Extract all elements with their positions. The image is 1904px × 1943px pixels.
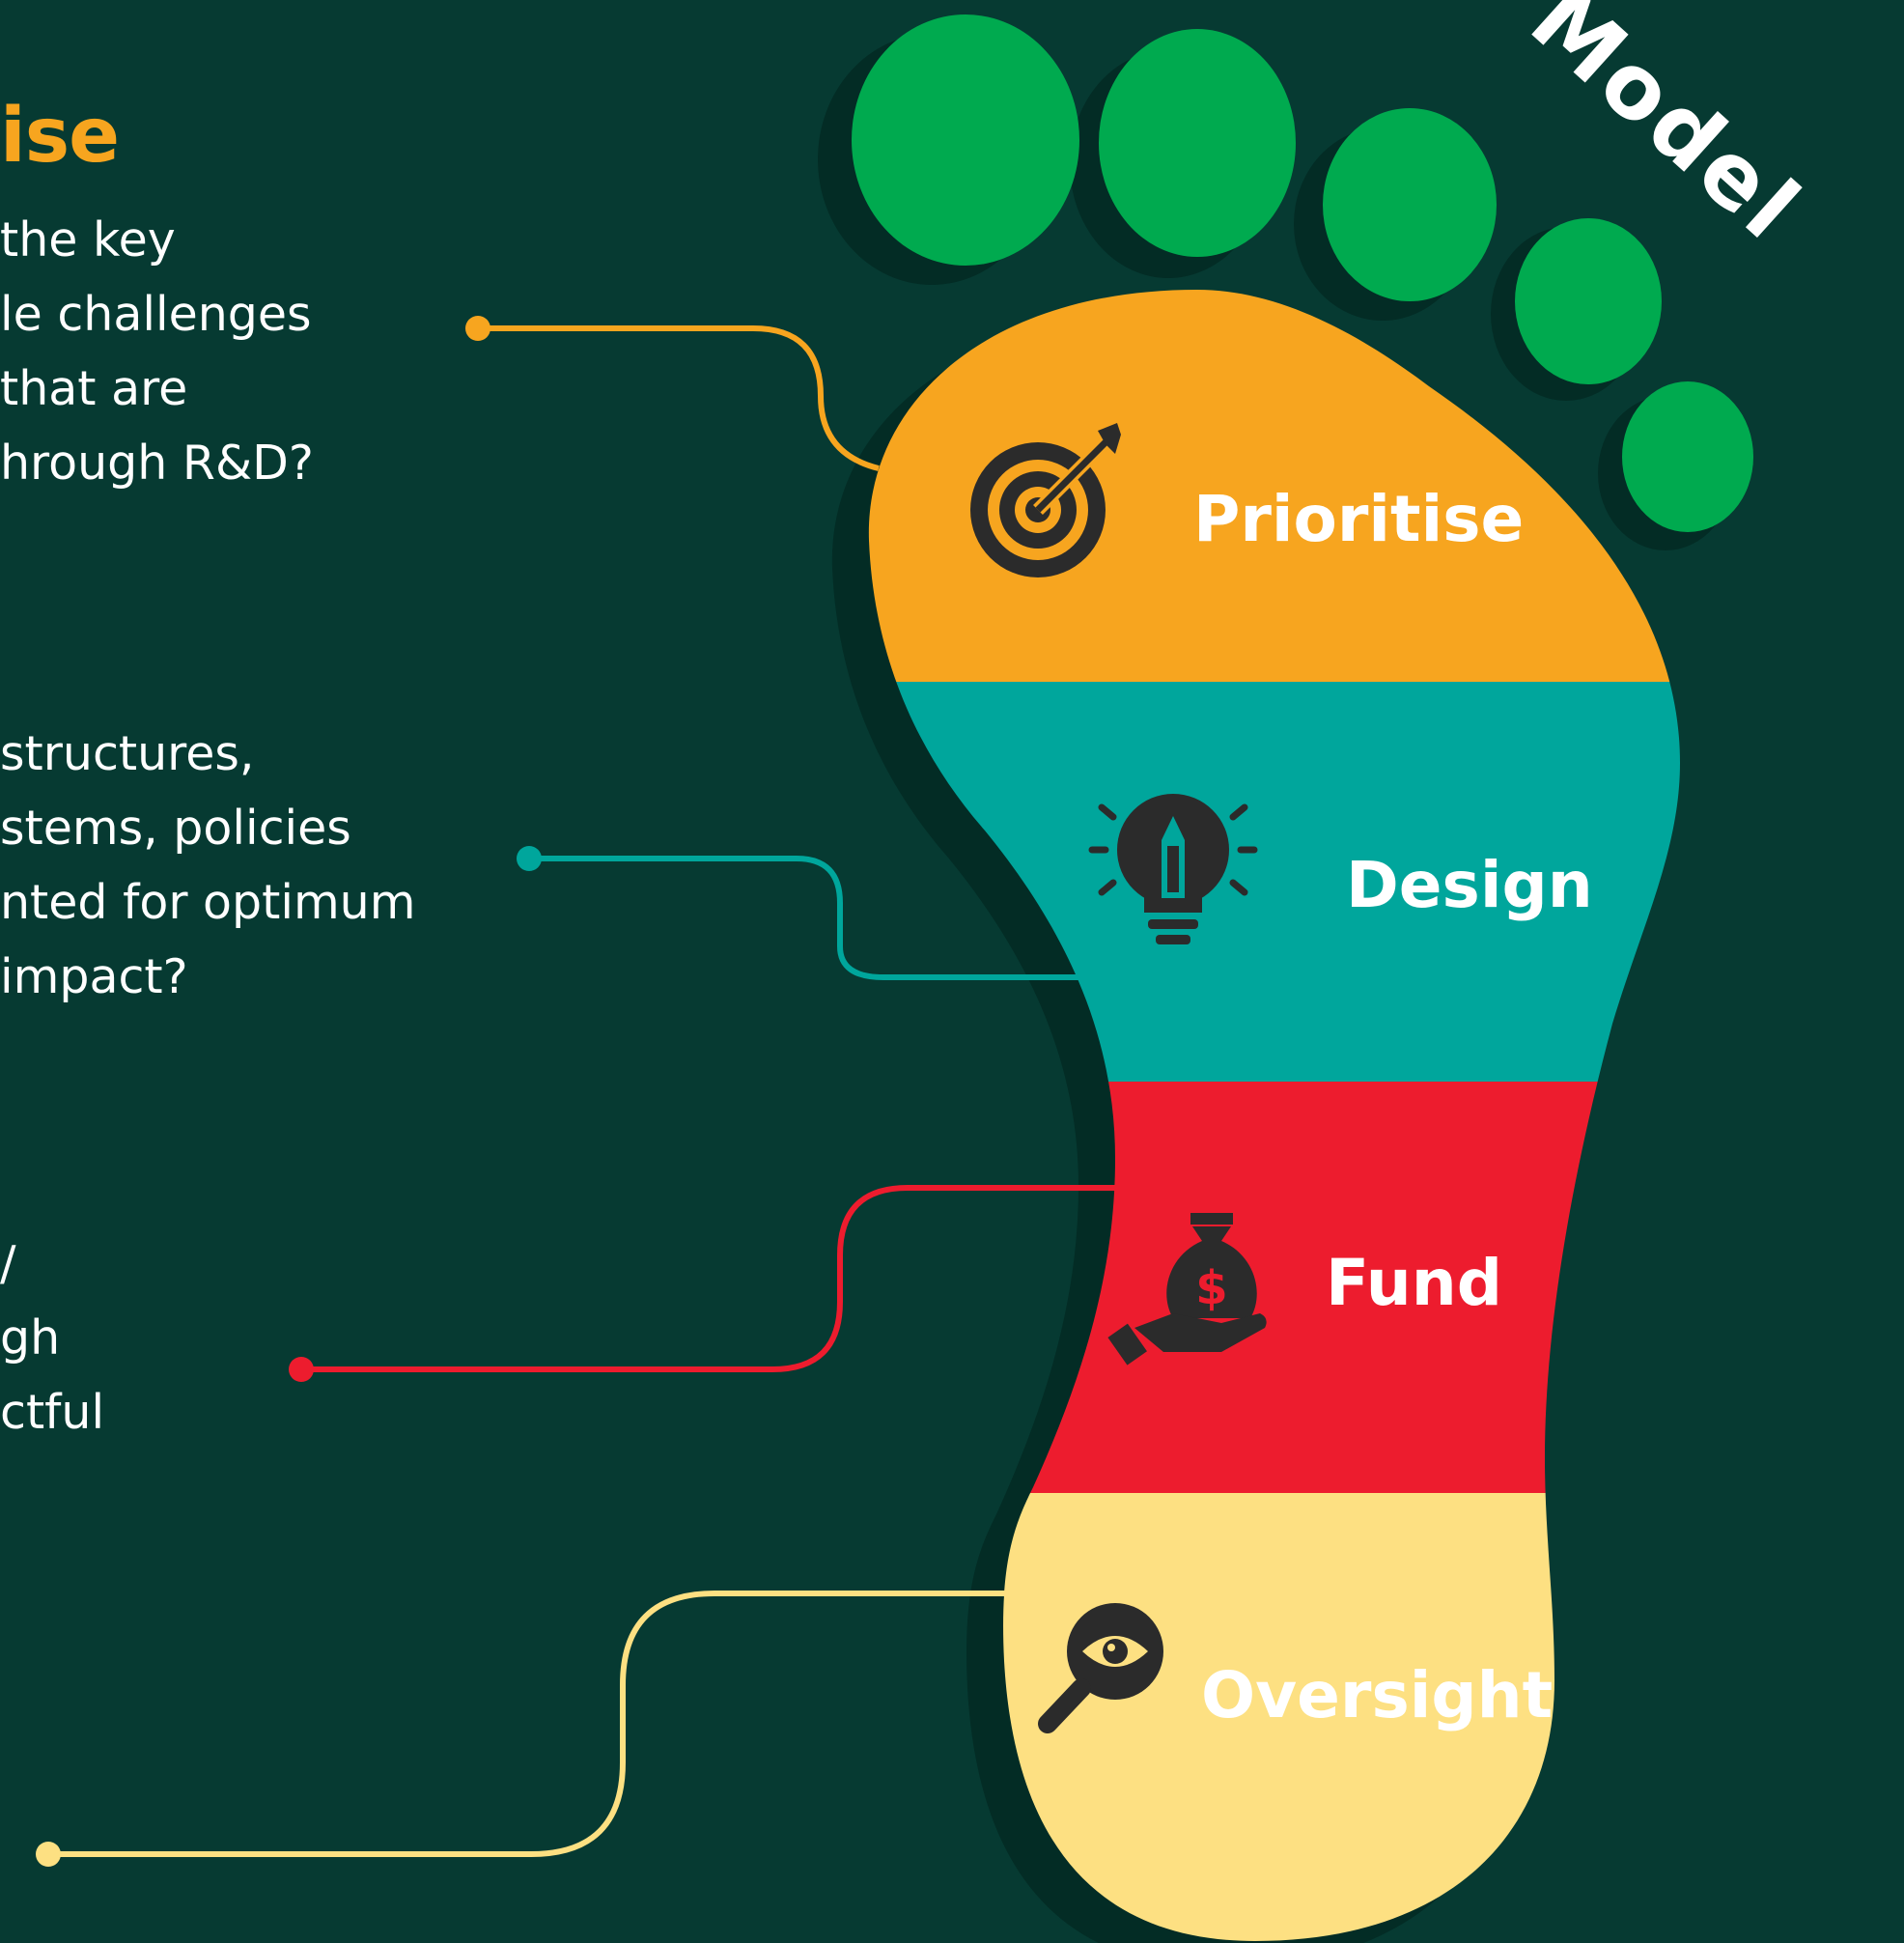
- step-label-fund: Fund: [1326, 1246, 1502, 1320]
- connector-dots: [36, 316, 542, 1867]
- text-line: /: [0, 1236, 16, 1291]
- lightbulb-icon: [1088, 794, 1258, 944]
- text-line: ctful: [0, 1385, 105, 1440]
- eye-magnifier-icon: [1038, 1603, 1163, 1733]
- prioritise-heading-partial: ise: [0, 93, 120, 180]
- text-line: structures,: [0, 726, 255, 781]
- text-line: that are: [0, 361, 188, 416]
- connector-oversight: [48, 1591, 1009, 1857]
- toe: [1323, 108, 1497, 301]
- toe: [1622, 381, 1753, 532]
- text-line: stems, policies: [0, 801, 351, 856]
- toe: [1515, 218, 1662, 384]
- text-line: hrough R&D?: [0, 436, 314, 491]
- text-line: le challenges: [0, 287, 312, 342]
- connector-prioritise: [478, 325, 880, 471]
- band-fund: [868, 1082, 1680, 1493]
- toe: [1099, 29, 1296, 257]
- target-icon: [970, 423, 1121, 577]
- text-line: gh: [0, 1310, 61, 1366]
- connector-design: [529, 856, 1086, 980]
- text-line: nted for optimum: [0, 875, 416, 930]
- text-line: impact?: [0, 949, 188, 1004]
- connector-fund: [301, 1185, 1120, 1372]
- toes: [852, 14, 1753, 532]
- step-label-prioritise: Prioritise: [1193, 482, 1524, 556]
- text-line: the key: [0, 212, 176, 268]
- step-label-design: Design: [1346, 848, 1593, 922]
- toe: [852, 14, 1079, 266]
- money-bag-hand-icon: $: [1107, 1213, 1267, 1366]
- model-title-partial: Model: [1511, 0, 1820, 261]
- step-label-oversight: Oversight: [1201, 1658, 1553, 1732]
- band-design: [868, 682, 1680, 1082]
- svg-text:$: $: [1195, 1261, 1227, 1315]
